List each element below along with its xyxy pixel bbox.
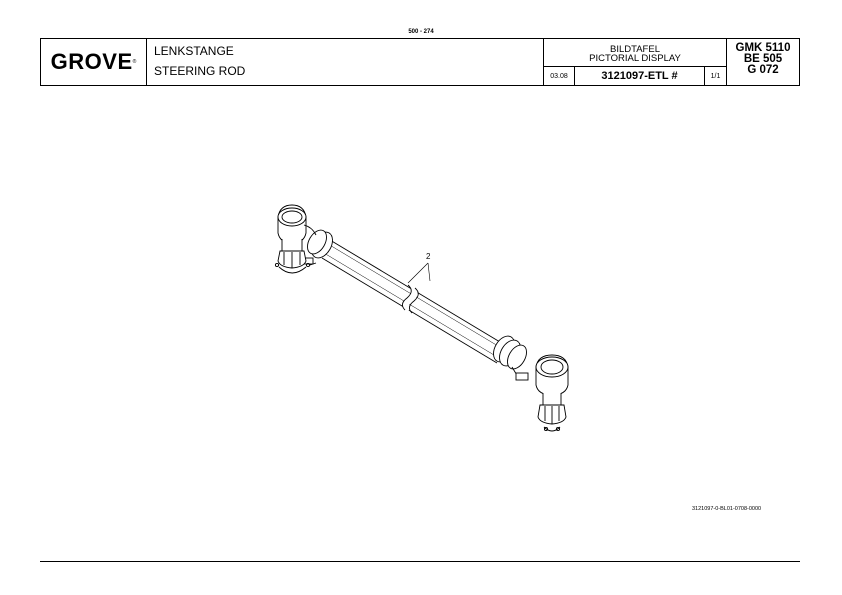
description-english: STEERING ROD [154, 64, 246, 78]
left-ball-joint [274, 204, 317, 274]
steering-rod-drawing: 2 [274, 204, 569, 432]
document-type-german: BILDTAFEL [610, 44, 660, 55]
steering-rod-tube [321, 239, 506, 364]
drawing-reference: 3121097-0-BL01-0708-0000 [692, 506, 762, 512]
model-designation: GMK 5110 BE 505 G 072 [727, 39, 799, 85]
bottom-rule [40, 561, 800, 562]
model-line-1: GMK 5110 [735, 42, 791, 54]
document-date: 03.08 [544, 67, 575, 85]
document-type-english: PICTORIAL DISPLAY [589, 53, 681, 64]
right-clamp [493, 335, 529, 381]
logo-text: GROVE [50, 49, 133, 74]
model-line-2: BE 505 [743, 53, 783, 65]
callout-2: 2 [407, 252, 431, 284]
right-ball-joint [535, 354, 569, 432]
callout-label: 2 [426, 252, 431, 261]
page-number: 500 - 274 [408, 29, 434, 35]
part-description: LENKSTANGE STEERING ROD [147, 39, 544, 85]
title-block: GROVE® LENKSTANGE STEERING ROD BILDTAFEL… [40, 38, 800, 86]
grove-logo: GROVE® [41, 39, 147, 85]
logo-registered-mark: ® [132, 59, 137, 65]
sheet-number: 1/1 [705, 67, 727, 85]
left-clamp [302, 229, 333, 266]
document-type: BILDTAFEL PICTORIAL DISPLAY [544, 39, 727, 67]
document-number: 3121097-ETL # [575, 67, 705, 85]
model-line-3: G 072 [747, 64, 779, 76]
description-german: LENKSTANGE [154, 44, 234, 58]
